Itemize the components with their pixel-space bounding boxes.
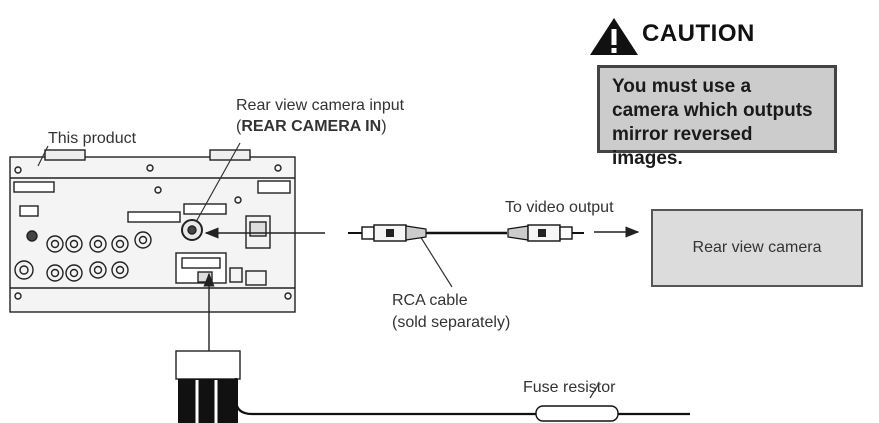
video-output-label: To video output xyxy=(505,199,614,216)
rca-plug-icon xyxy=(348,224,427,242)
camera-input-open: ( xyxy=(236,118,242,135)
rca-plug-icon xyxy=(507,224,584,242)
warning-triangle-icon xyxy=(590,18,638,55)
rca-cable-label-line2: (sold separately) xyxy=(392,314,511,331)
camera-input-label-line1: Rear view camera input xyxy=(236,97,405,114)
caution-title: CAUTION xyxy=(642,20,755,47)
power-connector xyxy=(175,350,690,423)
camera-input-label-line2: (REAR CAMERA IN) xyxy=(236,117,387,136)
camera-input-bold: REAR CAMERA IN xyxy=(241,118,382,135)
leader-lines xyxy=(37,142,599,399)
camera-input-close: ) xyxy=(381,118,387,135)
rca-jacks xyxy=(26,230,152,282)
fuse-resistor-label: Fuse resistor xyxy=(523,379,616,396)
rear-view-camera-label: Rear view camera xyxy=(692,239,822,256)
head-unit-rear-panel xyxy=(9,149,296,313)
rca-cable-label-line1: RCA cable xyxy=(392,292,468,309)
product-label: This product xyxy=(48,130,137,147)
rear-camera-jack xyxy=(181,219,203,241)
caution-message: You must use a camera which outputs mirr… xyxy=(612,76,813,169)
caution-box: You must use a camera which outputs mirr… xyxy=(597,65,837,169)
rear-view-camera-box: Rear view camera xyxy=(651,209,863,287)
rca-cable xyxy=(348,224,584,242)
fuse-resistor xyxy=(535,405,619,422)
